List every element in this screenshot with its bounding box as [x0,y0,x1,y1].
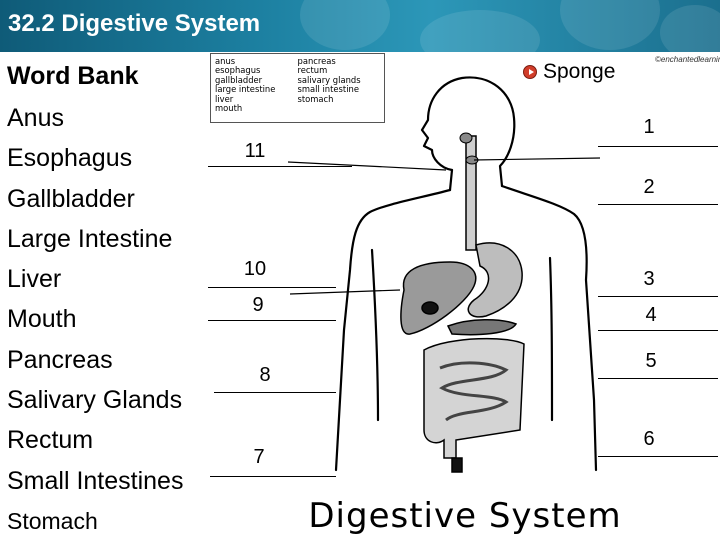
answer-blank-10[interactable] [208,287,336,288]
answer-blank-8[interactable] [214,392,336,393]
answer-blank-7[interactable] [210,476,336,477]
word-bank-heading: Word Bank [7,62,139,90]
page-title: 32.2 Digestive System [8,10,261,37]
armpit-right [548,256,554,422]
answer-blank-11[interactable] [208,166,352,167]
head-outline [420,76,516,188]
mini-word-bank-item: esophagus [215,65,261,76]
answer-blank-1[interactable] [598,146,718,147]
stomach [467,242,523,318]
mini-word-bank-item: mouth [215,103,243,114]
gallbladder [421,301,439,315]
mini-word-bank-item: pancreas [297,56,336,66]
esophagus [465,135,477,251]
mini-word-bank-column: anus esophagus gallbladder large intesti… [215,56,298,119]
leader-lines [287,157,601,295]
mini-word-bank-item: anus [215,56,236,66]
large-intestine [423,337,525,459]
mini-word-bank: anus esophagus gallbladder large intesti… [210,53,385,123]
answer-blank-6[interactable] [598,456,718,457]
label-number-10: 10 [243,258,267,280]
organs [400,135,525,473]
label-number-4: 4 [645,304,657,326]
play-bullet-icon [523,65,537,79]
armpit-left [370,248,380,422]
word-bank-list: Anus Esophagus Gallbladder Large Intesti… [7,98,183,540]
word-bank-item: Rectum [7,426,94,455]
label-number-11: 11 [244,140,266,162]
leader-line [287,161,447,171]
sponge-label: Sponge [543,60,616,83]
title-banner: 32.2 Digestive System [0,0,720,52]
mini-word-bank-item: small intestine [297,84,359,95]
label-number-2: 2 [643,176,655,198]
answer-blank-2[interactable] [598,204,718,205]
word-bank-item: Mouth [7,305,77,334]
label-number-5: 5 [645,350,657,372]
liver [400,261,477,335]
answer-blank-9[interactable] [208,320,336,321]
label-number-8: 8 [259,364,271,386]
mini-word-bank-item: salivary glands [297,74,361,85]
label-number-3: 3 [643,268,655,290]
image-credit: ©enchantedlearning.com [655,55,720,64]
rectum [451,457,463,473]
leader-line [473,157,601,161]
answer-blank-3[interactable] [598,296,718,297]
banner-decoration [420,10,540,52]
mini-word-bank-column: pancreas rectum salivary glands small in… [297,56,381,119]
answer-blank-4[interactable] [598,330,718,331]
mini-word-bank-item: gallbladder [215,74,263,85]
sponge-link[interactable]: Sponge [523,60,615,84]
word-bank-item: Gallbladder [7,184,135,213]
word-bank-item: Pancreas [7,345,113,374]
diagram-title: Digestive System [308,496,622,536]
word-bank-item: Stomach [7,507,98,534]
word-bank-item: Anus [7,104,64,132]
pancreas [446,318,518,336]
torso-right-outline [500,184,598,472]
mini-word-bank-item: stomach [297,93,334,104]
label-number-7: 7 [253,446,265,468]
answer-blank-5[interactable] [598,378,718,379]
small-intestine [439,361,509,422]
word-bank-item: Large Intestine [7,224,173,253]
word-bank-item: Small Intestines [7,466,184,495]
word-bank-item: Salivary Glands [7,386,183,415]
label-number-9: 9 [252,294,264,316]
word-bank-item: Liver [7,265,62,294]
mini-word-bank-item: rectum [297,65,328,76]
label-number-1: 1 [643,116,655,138]
torso-left-outline [334,188,452,472]
salivary-gland [459,132,473,144]
leader-line [289,289,401,295]
body-outline [334,76,598,472]
label-number-6: 6 [643,428,655,450]
banner-decoration [660,5,720,52]
mini-word-bank-item: liver [215,93,234,104]
mini-word-bank-item: large intestine [215,84,276,95]
neck-outline [448,168,454,192]
word-bank-item: Esophagus [7,144,133,173]
